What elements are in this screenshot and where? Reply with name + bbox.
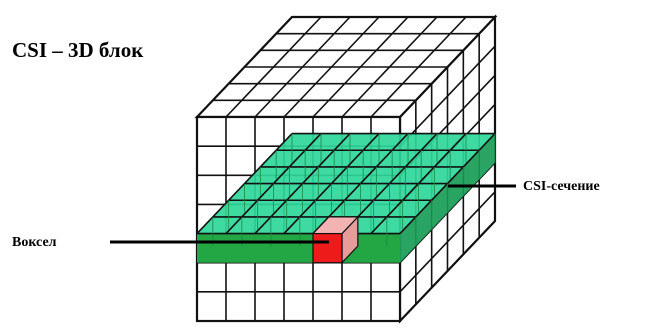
voxel-cube — [311, 215, 360, 265]
diagram-title: CSI – 3D блок — [12, 38, 144, 62]
cube-top-face — [194, 15, 498, 119]
pointer-lines — [110, 184, 516, 244]
side-grid-line — [399, 191, 496, 293]
csi-section-label: CSI-сечение — [523, 179, 600, 194]
voxel-front-face — [312, 232, 343, 264]
side-grid-line — [399, 45, 496, 147]
csi-section-slab — [196, 132, 496, 263]
section-front-fill — [197, 233, 400, 263]
voxel-label: Воксел — [12, 235, 57, 250]
